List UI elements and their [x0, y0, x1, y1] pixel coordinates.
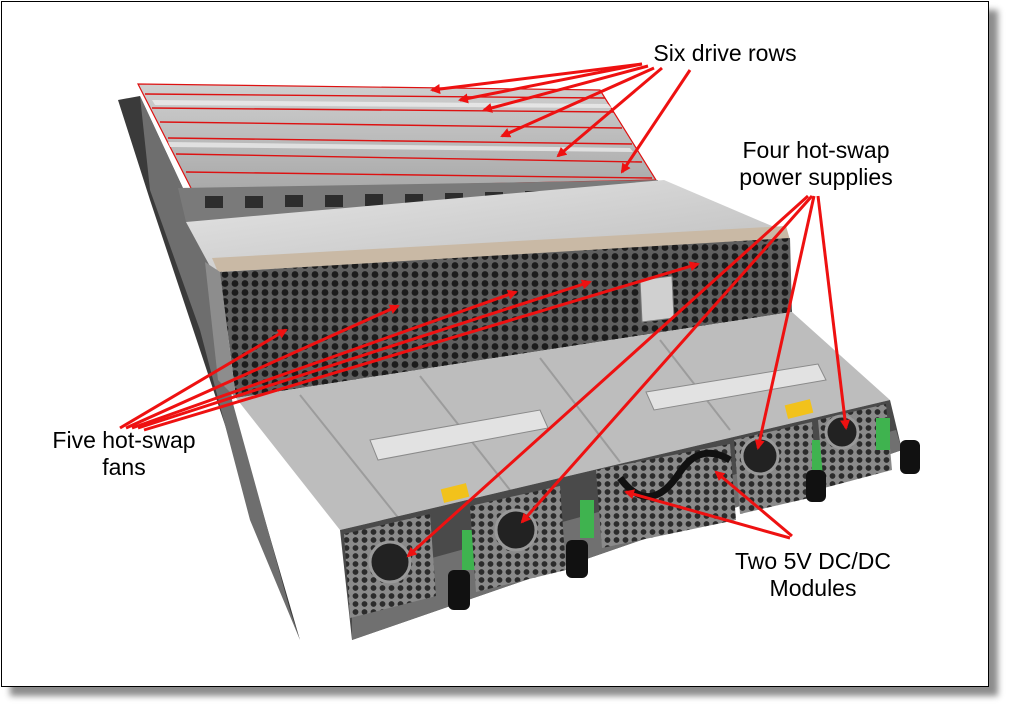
fan-module-lip [212, 226, 790, 272]
arrows-dcdc-modules [624, 470, 793, 540]
rear-deck [236, 312, 890, 530]
warning-label-left [440, 483, 470, 503]
power-cable-connectors [448, 440, 920, 610]
callout-dcdc-line1: Two 5V DC/DC [735, 548, 891, 574]
arrows-fans [119, 261, 700, 432]
callout-power-supplies-line2: power supplies [739, 164, 893, 190]
arrows-drive-rows [430, 62, 692, 174]
callout-fans-line2: fans [102, 454, 146, 480]
arrows-power-supplies [406, 194, 851, 558]
callout-drive-rows: Six drive rows [653, 40, 797, 66]
callout-dcdc-line2: Modules [769, 575, 857, 601]
callout-power-supplies-line1: Four hot-swap [742, 137, 890, 163]
warning-label-right [784, 399, 814, 419]
fan-module-handle [639, 275, 675, 323]
psu-left-2 [470, 486, 594, 592]
rear-bracket-right [645, 363, 827, 411]
psu-right-2 [818, 404, 892, 488]
callout-fans-line1: Five hot-swap [52, 427, 196, 453]
fan-module-top [186, 180, 786, 270]
